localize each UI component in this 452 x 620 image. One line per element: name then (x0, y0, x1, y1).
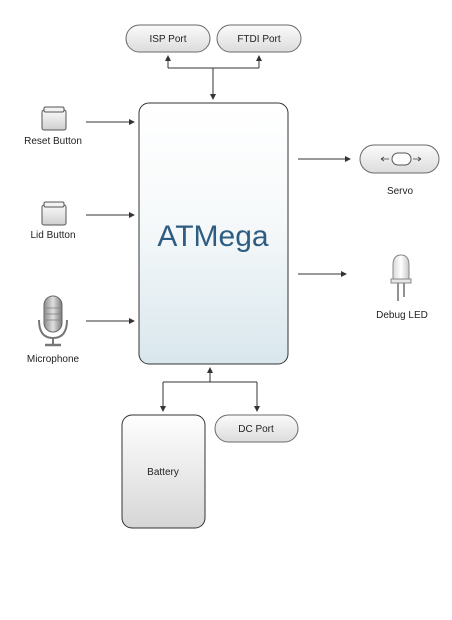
microphone-icon (38, 295, 68, 347)
atmega-label: ATMega (157, 220, 268, 253)
atmega-block: ATMega (138, 102, 289, 365)
dc-port: DC Port (214, 414, 299, 443)
servo-label: Servo (387, 186, 414, 197)
battery-label: Battery (147, 467, 179, 478)
debug-led-label: Debug LED (376, 310, 428, 321)
led-icon (390, 254, 412, 301)
servo-icon (359, 144, 440, 174)
battery-block: Battery (121, 414, 206, 529)
ftdi-port: FTDI Port (216, 24, 302, 53)
isp-port: ISP Port (125, 24, 211, 53)
lid-button-icon (41, 201, 67, 226)
ports-connector (165, 55, 262, 100)
reset-button-icon (41, 106, 67, 131)
lid-button-label: Lid Button (30, 230, 75, 241)
isp-port-label: ISP Port (149, 34, 186, 45)
microphone-label: Microphone (27, 354, 80, 365)
dc-port-label: DC Port (238, 424, 274, 435)
reset-button-label: Reset Button (24, 136, 82, 147)
ftdi-port-label: FTDI Port (237, 34, 281, 45)
power-connector (160, 367, 260, 412)
